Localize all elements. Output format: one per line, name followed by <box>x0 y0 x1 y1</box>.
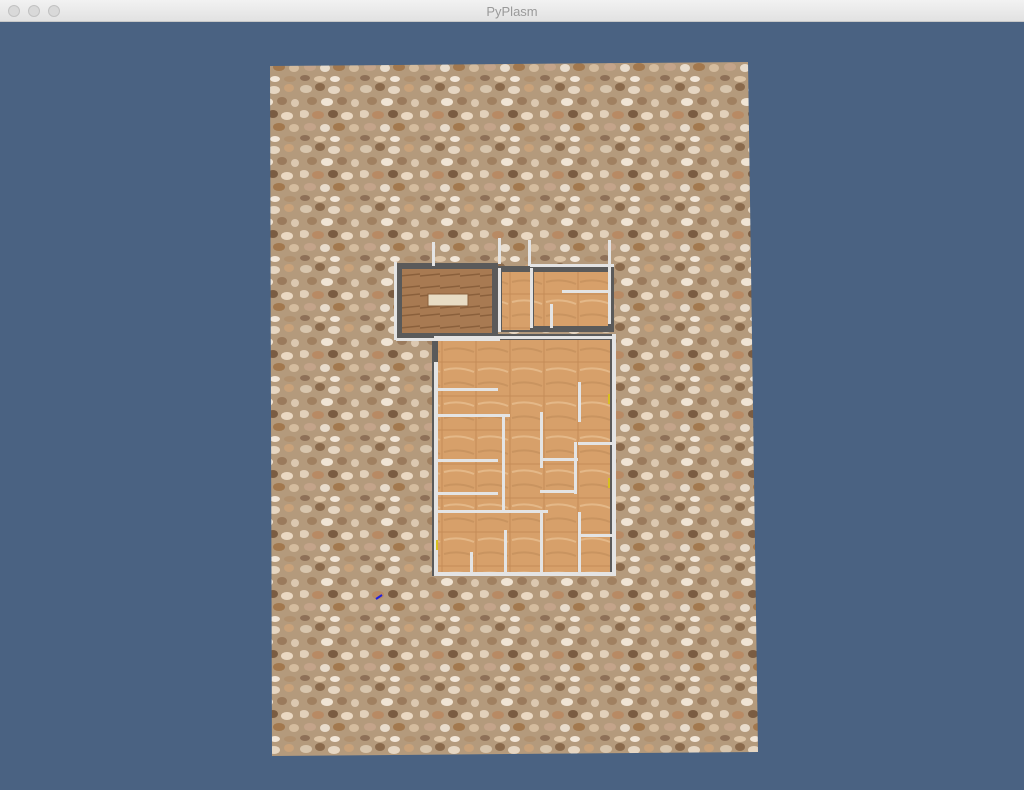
window-title: PyPlasm <box>486 4 538 19</box>
floor-plan-model <box>394 238 616 576</box>
close-button[interactable] <box>8 5 20 17</box>
interior-walls <box>394 238 616 576</box>
window-titlebar: PyPlasm <box>0 0 1024 22</box>
minimize-button[interactable] <box>28 5 40 17</box>
door-markers <box>436 394 610 550</box>
stair-landing <box>427 293 469 307</box>
window-controls <box>8 5 60 17</box>
scene-canvas <box>270 62 758 756</box>
zoom-button[interactable] <box>48 5 60 17</box>
main-block-floor <box>438 340 610 572</box>
3d-viewport[interactable] <box>0 22 1024 790</box>
ground-marker <box>375 594 383 600</box>
